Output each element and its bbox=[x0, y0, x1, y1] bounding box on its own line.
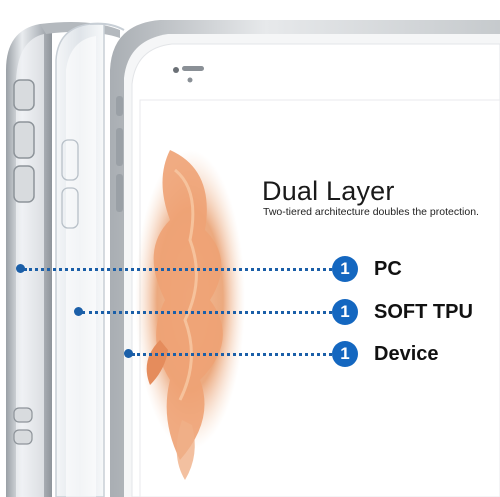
pc-label: PC bbox=[374, 258, 402, 280]
headline-subtitle: Two-tiered architecture doubles the prot… bbox=[263, 206, 479, 218]
pc-number-badge: 1 bbox=[332, 256, 358, 282]
device-pointer-dot bbox=[124, 349, 133, 358]
tpu-pointer-dot bbox=[74, 307, 83, 316]
earpiece-icon bbox=[182, 66, 204, 71]
pc-callout-line bbox=[24, 268, 332, 271]
front-camera-icon bbox=[173, 67, 179, 73]
pc-bumper bbox=[6, 22, 120, 497]
headline: Dual Layer bbox=[262, 176, 395, 206]
device-callout-line bbox=[132, 353, 332, 356]
device-label: Device bbox=[374, 343, 439, 365]
tpu-label: SOFT TPU bbox=[374, 301, 473, 323]
fish-wallpaper-image bbox=[135, 150, 245, 480]
soft-tpu-layer bbox=[55, 22, 125, 497]
tpu-number-badge: 1 bbox=[332, 299, 358, 325]
tpu-callout-line bbox=[82, 311, 332, 314]
device-number-badge: 1 bbox=[332, 341, 358, 367]
pc-pointer-dot bbox=[16, 264, 25, 273]
